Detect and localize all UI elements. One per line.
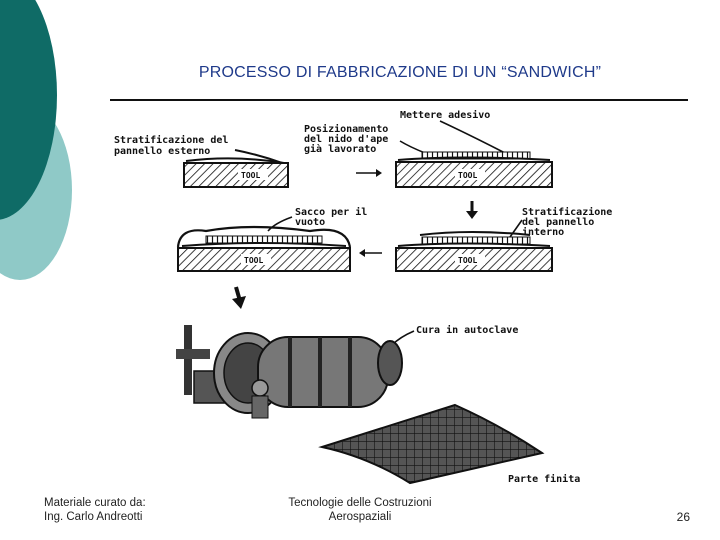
tool-label-1: TOOL xyxy=(241,171,260,180)
operator-body xyxy=(252,396,268,418)
step5-label-line2: vuoto xyxy=(295,217,325,228)
slide-title: PROCESSO DI FABBRICAZIONE DI UN “SANDWIC… xyxy=(110,64,690,82)
step2-leader xyxy=(400,141,425,153)
footer-course-line2: Aerospaziali xyxy=(260,510,460,524)
step6-label: Cura in autoclave xyxy=(416,324,518,336)
footer-author-line1: Materiale curato da: xyxy=(44,496,146,510)
skin-layer-3 xyxy=(398,244,550,247)
autoclave-group: Cura in autoclave xyxy=(176,324,518,418)
autoclave-back xyxy=(378,341,402,385)
tool-label-3: TOOL xyxy=(458,256,477,265)
arrow-right-1 xyxy=(356,169,382,177)
step5-group: Sacco per il vuoto TOOL xyxy=(178,206,367,271)
page-number: 26 xyxy=(650,510,690,524)
footer-course-line1: Tecnologie delle Costruzioni xyxy=(260,496,460,510)
sandwich-process-figure: Stratificazione del pannello esterno TOO… xyxy=(110,105,670,490)
finished-panel xyxy=(322,405,542,483)
arrow-left-1 xyxy=(359,249,382,257)
decorative-corner-shapes xyxy=(0,0,120,300)
step1-group: Stratificazione del pannello esterno TOO… xyxy=(114,134,288,187)
autoclave-column xyxy=(184,325,192,395)
footer-course: Tecnologie delle Costruzioni Aerospazial… xyxy=(260,496,460,524)
honeycomb-core-3 xyxy=(206,236,322,243)
tool-label-4: TOOL xyxy=(244,256,263,265)
step1-label-line2: pannello esterno xyxy=(114,146,210,157)
title-underline xyxy=(110,99,688,101)
step2-label-line3: già lavorato xyxy=(304,143,376,155)
autoclave-control xyxy=(176,349,210,359)
arrow-down-2 xyxy=(232,287,246,309)
step1-label-line1: Stratificazione del xyxy=(114,134,228,146)
step7-label: Parte finita xyxy=(508,473,580,485)
step2-step3-group: Mettere adesivo Posizionamento del nido … xyxy=(304,109,552,187)
tool-block-1 xyxy=(184,163,288,187)
autoclave-vessel xyxy=(258,337,388,407)
operator-head xyxy=(252,380,268,396)
footer-author: Materiale curato da: Ing. Carlo Andreott… xyxy=(44,496,146,524)
arrow-down-1 xyxy=(466,201,478,219)
tool-label-2: TOOL xyxy=(458,171,477,180)
finished-part-group: Parte finita xyxy=(322,405,580,485)
step4-label-line3: interno xyxy=(522,226,564,238)
step3-leader xyxy=(440,121,505,153)
step3-label: Mettere adesivo xyxy=(400,109,490,121)
footer-author-line2: Ing. Carlo Andreotti xyxy=(44,510,146,524)
step4-group: Stratificazione del pannello interno TOO… xyxy=(396,206,612,271)
